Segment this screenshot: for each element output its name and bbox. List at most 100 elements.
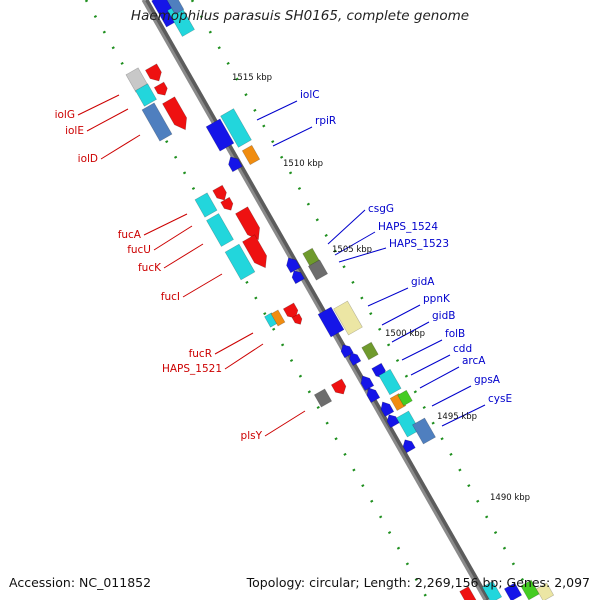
gene-label: gidA [411,276,435,288]
leader-line [431,385,472,407]
kbp-tick-label: 1500 kbp [385,329,425,339]
leader-line [338,247,387,263]
map-title: Haemophilus parasuis SH0165, complete ge… [130,8,470,24]
kbp-tick-label: 1505 kbp [332,245,372,255]
gene-label: fucA [118,229,142,241]
kbp-tick-label: 1490 kbp [490,493,530,503]
gene-feature [282,302,299,319]
gene-feature [291,313,303,325]
gene-label: HAPS_1521 [162,363,222,375]
leader-line [77,94,120,116]
gene-label: arcA [462,355,486,367]
leader-line [327,209,366,245]
gene-feature [412,417,436,445]
gene-feature [125,67,149,93]
gene-feature [220,196,234,211]
gene-feature [330,378,347,395]
genome-stats-text: Topology: circular; Length: 2,269,156 bp… [246,575,590,590]
gene-label: folB [445,328,465,340]
kbp-tick-label: 1495 kbp [437,412,477,422]
gene-feature [228,156,243,173]
gene-feature [144,63,162,82]
gene-feature [141,102,173,142]
gene-label: cysE [488,393,512,405]
gene-feature [503,582,523,600]
gene-feature [224,243,256,281]
gene-feature [291,270,305,285]
gene-label: fucK [138,262,162,274]
gene-feature [360,375,375,391]
leader-line [367,287,409,307]
leader-line [143,213,188,236]
kbp-tick-label: 1515 kbp [232,73,272,83]
gene-feature [349,352,362,366]
gene-features [125,0,555,600]
gene-feature [153,81,168,96]
leader-line [182,273,223,298]
gene-feature [366,387,381,403]
gene-feature [162,96,187,131]
gene-label: HAPS_1523 [389,238,449,250]
gene-feature [194,192,218,218]
leader-line [410,354,451,376]
gene-label: fucI [161,291,180,303]
leader-line [163,243,204,269]
gene-feature [535,582,555,600]
gene-feature [307,259,329,281]
kbp-tick-label: 1510 kbp [283,159,323,169]
gene-label: gidB [432,310,455,322]
label-leader-lines [77,94,486,437]
gene-label: gpsA [474,374,501,386]
gene-feature [378,368,402,396]
leader-line [100,134,141,160]
gene-feature [212,184,227,201]
leader-line [256,100,298,121]
gene-feature [313,388,333,408]
leader-line [391,321,430,343]
gene-feature [205,118,235,152]
gene-feature [220,108,252,148]
leader-line [214,332,254,355]
leader-line [334,231,376,256]
leader-line [381,304,421,326]
gene-label: cdd [453,343,472,355]
gene-feature [361,341,379,361]
gene-feature [459,586,477,600]
gene-label: plsY [241,430,263,442]
backbone-group [141,0,491,600]
gene-label: iolE [65,125,84,137]
gene-feature [270,309,286,327]
gene-feature [241,144,261,166]
gene-label: iolC [300,89,320,101]
gene-label: rpiR [315,115,336,127]
leader-line [264,410,306,437]
gene-feature [165,0,185,15]
gene-label: iolD [78,153,98,165]
accession-text: Accession: NC_011852 [9,575,152,590]
labels: 1515 kbp 1510 kbp 1505 kbp 1500 kbp 1495 kbp… [55,73,530,503]
gene-feature [135,83,157,107]
gene-feature [340,344,354,359]
gene-label: ppnK [423,293,451,305]
gene-feature [402,439,416,454]
gene-feature [481,580,503,600]
gene-label: iolG [55,109,75,121]
gene-feature [242,234,267,269]
leader-line [272,126,313,147]
backbone-line [141,0,487,600]
leader-line [441,404,486,427]
gene-feature [333,300,363,336]
gene-feature [386,414,400,429]
leader-line [419,366,460,389]
leader-line [153,225,193,251]
gene-feature [397,389,413,407]
gene-label: fucU [127,244,151,256]
leader-line [224,343,264,370]
gene-feature [317,306,345,338]
ring-dots-outer [190,0,536,600]
gene-feature [286,257,301,274]
leader-line [86,108,129,132]
gene-feature [380,401,395,417]
